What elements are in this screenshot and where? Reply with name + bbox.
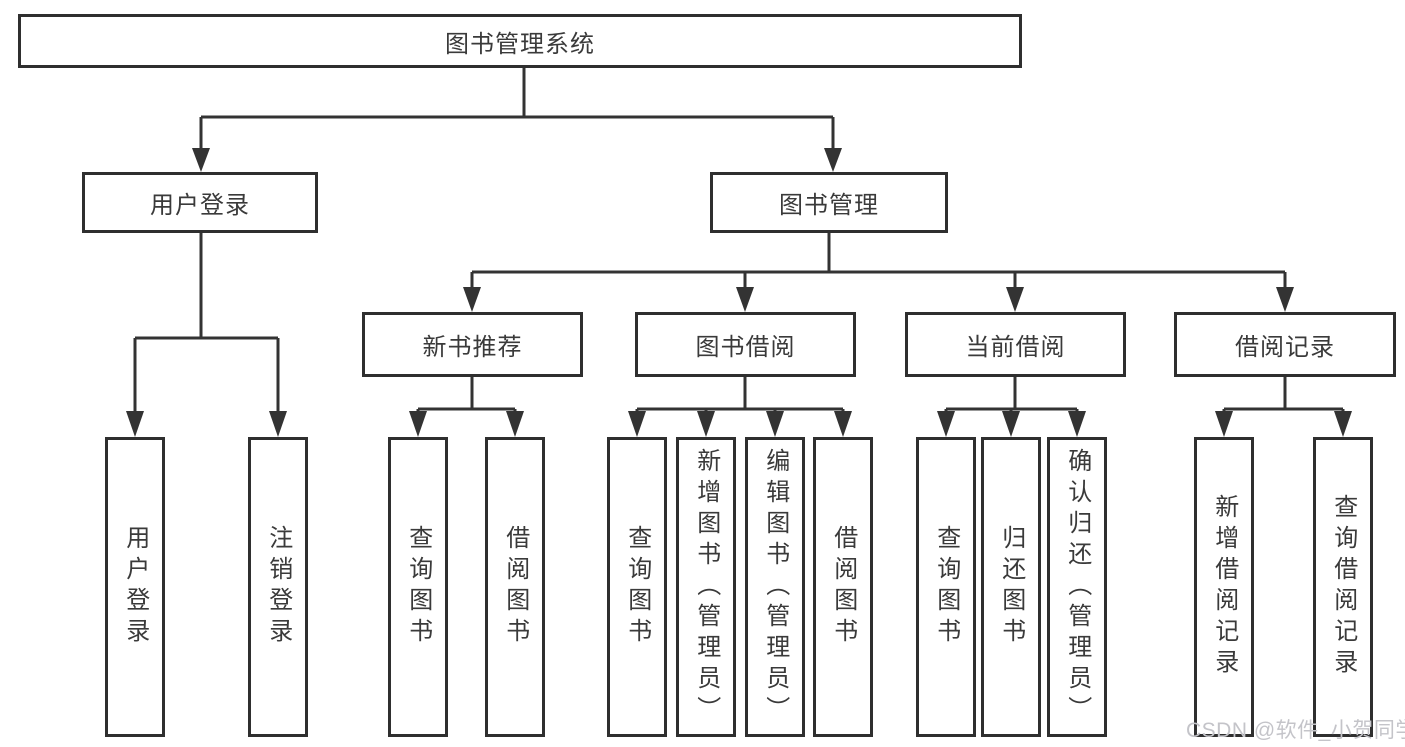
node-label: 归还图书 <box>997 525 1025 649</box>
arrowhead <box>697 411 715 437</box>
leaf-query-borrow-record: 查询借阅记录 <box>1313 437 1373 737</box>
arrowhead <box>1334 411 1352 437</box>
node-library-management-system: 图书管理系统 <box>18 14 1022 68</box>
arrowhead <box>1006 287 1024 312</box>
node-label: 图书管理系统 <box>445 30 595 58</box>
csdn-watermark: CSDN @软件_小贺同学 <box>1186 719 1405 742</box>
arrowhead <box>1276 287 1294 312</box>
connector-root-to-level2 <box>199 68 835 150</box>
node-label: 查询图书 <box>623 525 651 649</box>
node-label: 图书管理 <box>779 192 879 219</box>
arrowhead <box>409 411 427 437</box>
arrowhead <box>937 411 955 437</box>
leaf-query-books-recommend: 查询图书 <box>388 437 448 737</box>
arrowhead <box>628 411 646 437</box>
node-label: 借阅图书 <box>501 525 529 649</box>
arrowhead <box>269 411 287 437</box>
node-label: 新书推荐 <box>422 334 523 361</box>
arrowhead <box>766 411 784 437</box>
leaf-return-book: 归还图书 <box>981 437 1041 737</box>
arrowhead <box>1215 411 1233 437</box>
node-label: 新增借阅记录 <box>1210 494 1238 680</box>
node-label: 查询图书 <box>932 525 960 649</box>
connector-userlogin-to-leaves <box>133 233 280 412</box>
leaf-borrow-books-borrow: 借阅图书 <box>813 437 873 737</box>
node-label: 查询图书 <box>404 525 432 649</box>
leaf-add-book-admin: 新增图书（管理员） <box>676 437 736 737</box>
node-label: 编辑图书（管理员） <box>761 447 789 727</box>
arrowhead <box>463 287 481 312</box>
leaf-add-borrow-record: 新增借阅记录 <box>1194 437 1254 737</box>
node-label: 借阅记录 <box>1235 334 1335 361</box>
leaf-borrow-books-recommend: 借阅图书 <box>485 437 545 737</box>
node-label: 用户登录 <box>121 525 149 649</box>
connector-currentborrow-to-leaves <box>944 377 1079 413</box>
node-book-management: 图书管理 <box>710 172 948 233</box>
leaf-logout: 注销登录 <box>248 437 308 737</box>
arrowhead <box>126 411 144 437</box>
node-label: 注销登录 <box>264 525 292 649</box>
arrowhead <box>1068 411 1086 437</box>
node-label: 借阅图书 <box>829 525 857 649</box>
arrowhead <box>834 411 852 437</box>
node-book-borrow: 图书借阅 <box>635 312 856 377</box>
node-user-login: 用户登录 <box>82 172 318 233</box>
node-current-borrow: 当前借阅 <box>905 312 1126 377</box>
node-borrow-records: 借阅记录 <box>1174 312 1396 377</box>
leaf-query-books-current: 查询图书 <box>916 437 976 737</box>
node-new-book-recommend: 新书推荐 <box>362 312 583 377</box>
arrowhead <box>192 148 210 172</box>
arrowhead <box>506 411 524 437</box>
leaf-query-books-borrow: 查询图书 <box>607 437 667 737</box>
leaf-user-login: 用户登录 <box>105 437 165 737</box>
arrowhead <box>1002 411 1020 437</box>
node-label: 查询借阅记录 <box>1329 494 1357 680</box>
leaf-edit-book-admin: 编辑图书（管理员） <box>745 437 805 737</box>
node-label: 确认归还（管理员） <box>1063 447 1091 727</box>
leaf-confirm-return-admin: 确认归还（管理员） <box>1047 437 1107 737</box>
node-label: 新增图书（管理员） <box>692 447 720 727</box>
node-label: 图书借阅 <box>695 334 796 361</box>
connector-bookborrow-to-leaves <box>635 377 845 413</box>
arrowhead <box>824 148 842 172</box>
arrowhead <box>736 287 754 312</box>
connector-bookmgmt-to-level3 <box>470 233 1287 289</box>
node-label: 当前借阅 <box>965 334 1066 361</box>
node-label: 用户登录 <box>150 192 250 219</box>
connector-newbook-to-leaves <box>416 377 517 413</box>
connector-records-to-leaves <box>1222 377 1345 413</box>
